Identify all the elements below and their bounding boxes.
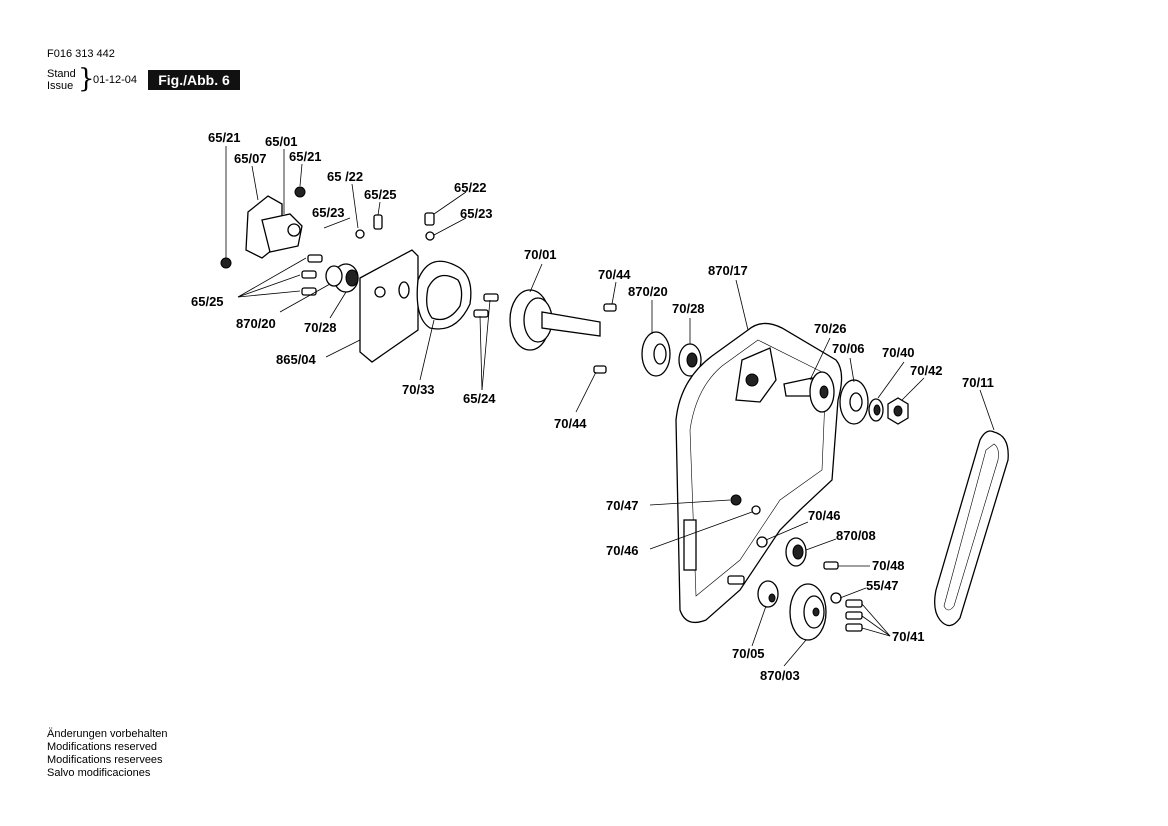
label-70-26: 70/26 bbox=[814, 321, 847, 336]
label-870-08: 870/08 bbox=[836, 528, 876, 543]
label-70-44-b: 70/44 bbox=[554, 416, 587, 431]
label-70-01: 70/01 bbox=[524, 247, 557, 262]
label-65-25-a: 65/25 bbox=[364, 187, 397, 202]
footer-notes: Änderungen vorbehalten Modifications res… bbox=[47, 728, 167, 780]
gear-ring-70-33 bbox=[416, 260, 472, 330]
label-70-42: 70/42 bbox=[910, 363, 943, 378]
footer-line-de: Änderungen vorbehalten bbox=[47, 728, 168, 740]
footer-line-fr: Modifications reservees bbox=[47, 754, 163, 766]
label-70-48: 70/48 bbox=[872, 558, 905, 573]
pulley-870-03 bbox=[789, 583, 827, 641]
label-70-11: 70/11 bbox=[962, 375, 994, 390]
label-70-05: 70/05 bbox=[732, 646, 765, 661]
hub-70-05 bbox=[757, 580, 779, 608]
label-55-47: 55/47 bbox=[866, 578, 899, 593]
label-865-04: 865/04 bbox=[276, 352, 317, 367]
stand-label: Stand bbox=[47, 68, 76, 80]
washer-70-40 bbox=[868, 398, 884, 422]
label-65-22-b: 65/22 bbox=[454, 180, 487, 195]
label-65-24: 65/24 bbox=[463, 391, 496, 406]
screws-70-41 bbox=[830, 592, 863, 632]
label-65-23-a: 65/23 bbox=[312, 205, 345, 220]
label-65-21-b: 65/21 bbox=[289, 149, 322, 164]
toothed-belt-70-11 bbox=[934, 430, 1009, 627]
document-number: F016 313 442 bbox=[47, 48, 115, 60]
label-70-46-b: 70/46 bbox=[606, 543, 639, 558]
label-870-17: 870/17 bbox=[708, 263, 748, 278]
issue-label: Issue bbox=[47, 80, 74, 92]
label-70-41: 70/41 bbox=[892, 629, 925, 644]
flange-870-20 bbox=[593, 303, 671, 377]
brace-glyph: } bbox=[78, 64, 95, 94]
label-70-46-a: 70/46 bbox=[808, 508, 841, 523]
label-65-23-b: 65/23 bbox=[460, 206, 493, 221]
label-70-33: 70/33 bbox=[402, 382, 435, 397]
label-870-03: 870/03 bbox=[760, 668, 800, 683]
pulley-70-26 bbox=[783, 371, 835, 413]
label-70-28-b: 70/28 bbox=[672, 301, 705, 316]
label-65-07: 65/07 bbox=[234, 151, 267, 166]
label-65-22-a: 65 /22 bbox=[327, 169, 363, 184]
mounting-plate-865-04 bbox=[359, 249, 419, 363]
footer-line-es: Salvo modificaciones bbox=[47, 767, 151, 779]
label-70-47: 70/47 bbox=[606, 498, 639, 513]
bearing-70-28 bbox=[678, 343, 702, 377]
label-65-25-b: 65/25 bbox=[191, 294, 224, 309]
label-70-28-a: 70/28 bbox=[304, 320, 337, 335]
tension-parts-lower bbox=[727, 494, 839, 585]
gear-shaft-70-01 bbox=[509, 289, 601, 351]
label-70-44-a: 70/44 bbox=[598, 267, 631, 282]
figure-label: Fig./Abb. 6 bbox=[148, 70, 240, 90]
small-screws-left bbox=[301, 212, 499, 318]
bearing-left bbox=[325, 263, 359, 293]
label-65-01: 65/01 bbox=[265, 134, 298, 149]
motor-bracket-drawing bbox=[220, 186, 306, 269]
issue-date: 01-12-04 bbox=[93, 74, 138, 86]
part-labels: 65/21 65/01 65/07 65/21 65 /22 65/25 65/… bbox=[191, 130, 994, 683]
footer-line-en: Modifications reserved bbox=[47, 741, 158, 753]
label-870-20-b: 870/20 bbox=[628, 284, 668, 299]
pulley-70-06 bbox=[839, 379, 869, 425]
nut-70-42 bbox=[887, 397, 909, 425]
label-70-40: 70/40 bbox=[882, 345, 915, 360]
label-70-06: 70/06 bbox=[832, 341, 865, 356]
leader-lines bbox=[225, 146, 995, 667]
label-65-21-a: 65/21 bbox=[208, 130, 241, 145]
belt-housing-870-17 bbox=[675, 322, 843, 624]
label-870-20-a: 870/20 bbox=[236, 316, 276, 331]
